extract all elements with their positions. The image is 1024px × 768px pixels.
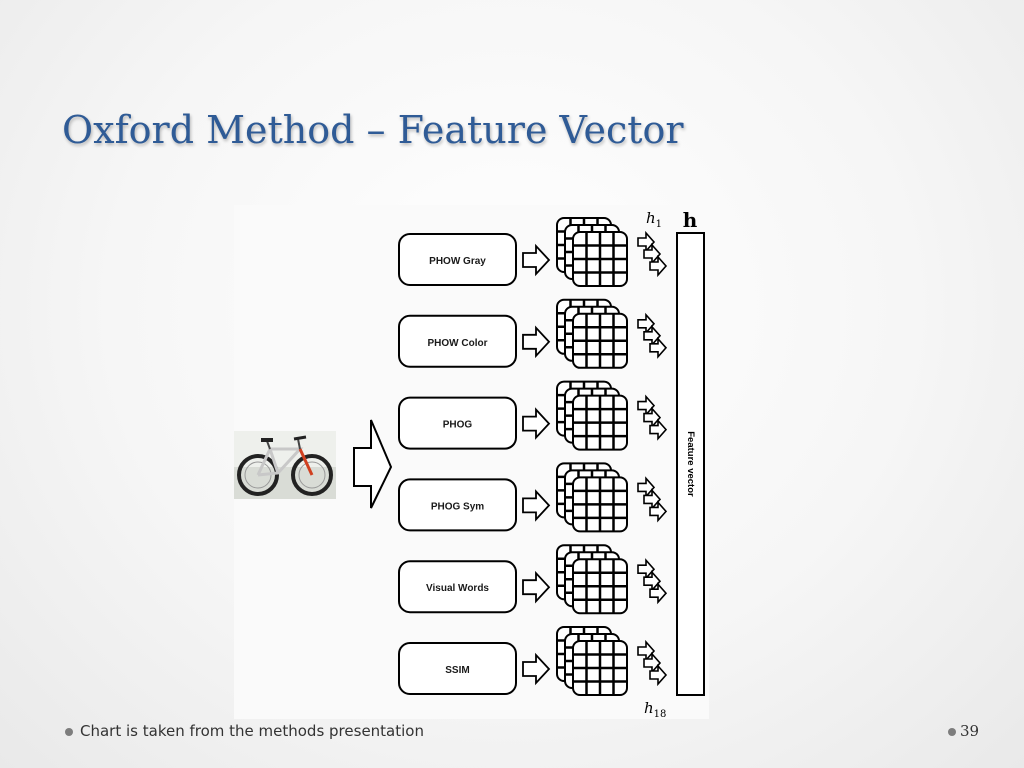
footer-bullet-dot [65,728,73,736]
method-box [398,560,517,614]
method-label: PHOW Gray [429,256,486,267]
histogram-grid [571,230,629,288]
vector-label: h [683,208,698,232]
method-box [398,642,517,695]
method-label: Visual Words [426,583,489,594]
footer-caption: Chart is taken from the methods presenta… [80,722,424,740]
method-row: SSIM [398,625,667,697]
method-label: PHOG [443,420,473,431]
slide-title: Oxford Method – Feature Vector [62,108,684,152]
method-row: PHOW Gray [398,216,667,288]
histogram-grid [571,639,629,697]
histogram-grid [571,476,629,533]
method-box [398,478,517,532]
method-arrow [522,407,551,440]
input-arrow [353,419,393,509]
page-number-dot [948,728,956,736]
method-row: PHOW Color [398,298,667,370]
method-label: PHOW Color [428,338,488,349]
bicycle-image [234,431,336,499]
method-label: PHOG Sym [431,501,484,512]
method-box [398,396,517,450]
histogram-first-label: h1 [646,209,662,230]
method-arrow [522,570,551,604]
histogram-last-label: h18 [644,699,666,719]
method-arrow [522,243,551,277]
histogram-grid [571,312,629,370]
method-arrow [522,652,551,686]
method-box [398,314,517,368]
feature-vector-bar [676,232,705,696]
method-row: PHOG Sym [398,462,667,533]
method-row: PHOG [398,380,667,451]
histogram-grid [571,394,629,451]
page-number: 39 [960,722,980,740]
feature-vector-caption: Feature vector [685,431,696,497]
method-label: SSIM [445,665,469,676]
method-box [398,233,517,286]
method-arrow [522,325,551,359]
method-row: Visual Words [398,543,667,615]
method-arrow [522,489,551,522]
histogram-grid [571,557,629,615]
